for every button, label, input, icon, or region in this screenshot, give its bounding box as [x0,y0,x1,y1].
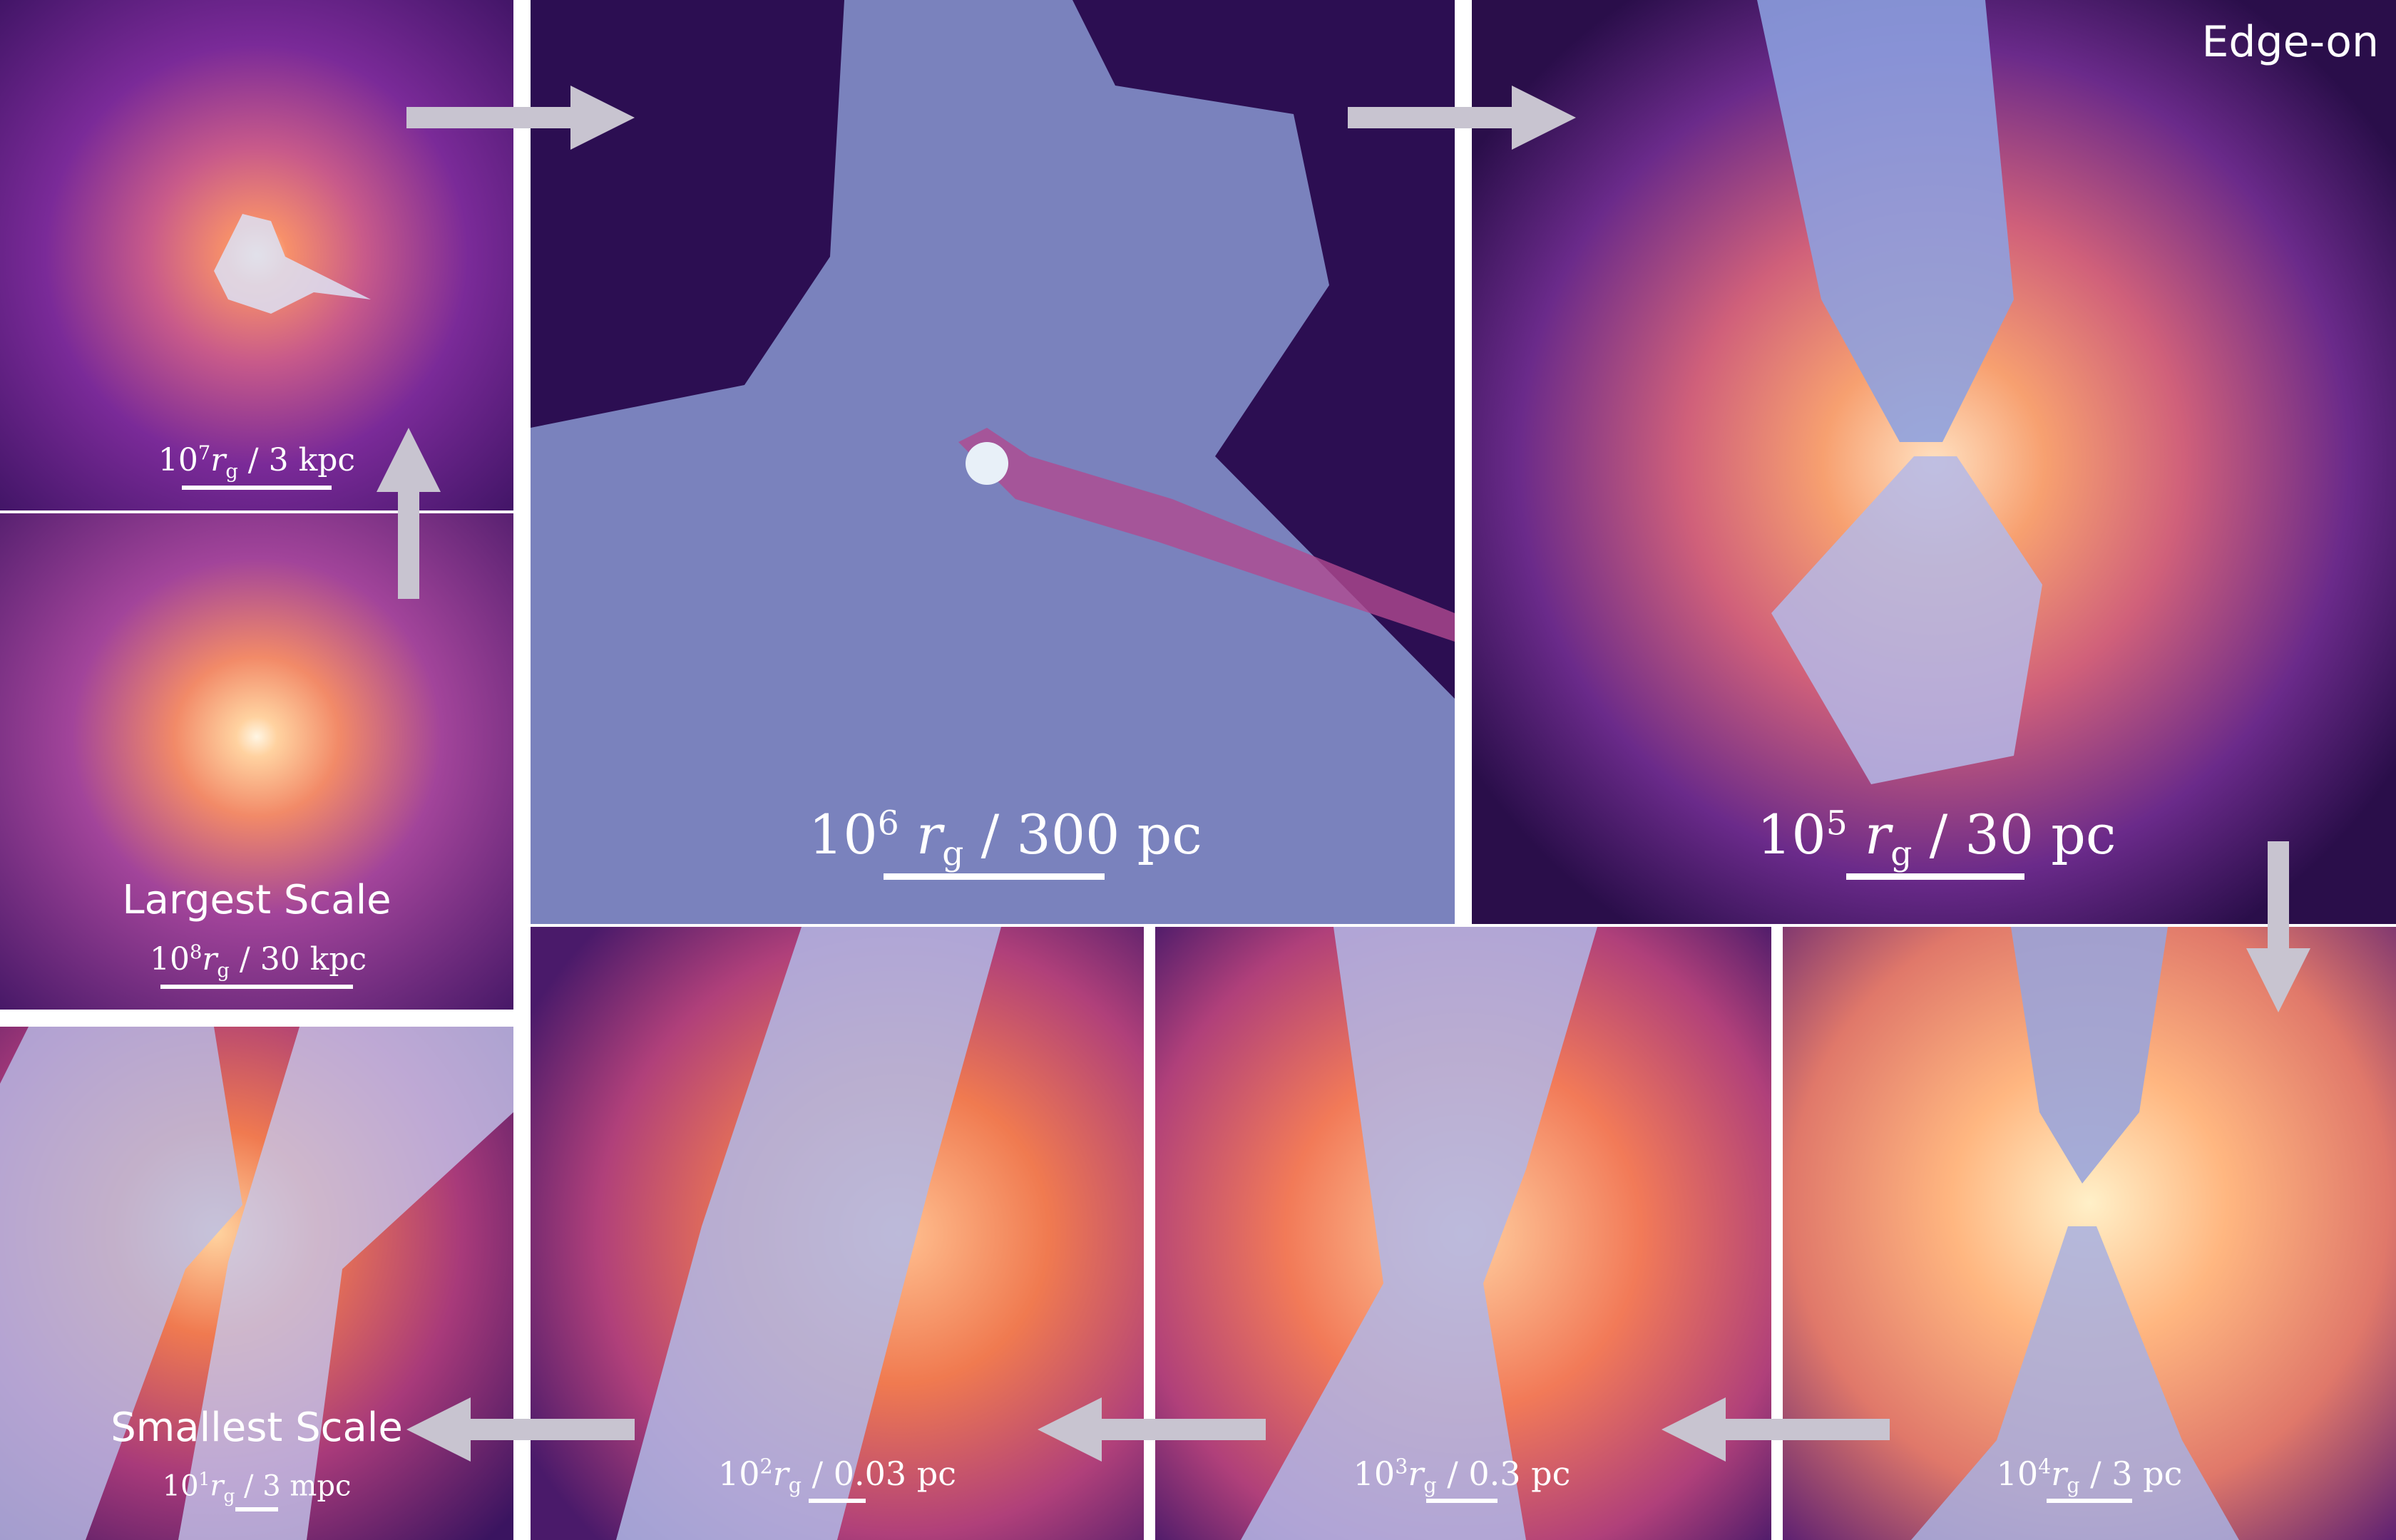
scalebar-3mpc: 101rg / 3 mpc [143,1469,371,1512]
scalebar-30pc: 105 rg / 30 pc [1757,803,2116,881]
arrow-right-2-icon [1348,86,1576,150]
panel-largest-30kpc: Largest Scale 108rg / 30 kpc [0,513,513,1010]
edge-on-label: Edge-on [2201,17,2380,67]
arrow-right-1-icon [406,86,635,150]
panel-300pc: 106 rg / 300 pc [531,0,1455,924]
arrow-left-1-icon [1662,1397,1890,1462]
arrow-left-3-icon [406,1397,635,1462]
scalebar-3pc: 104rg / 3 pc [1947,1454,2232,1504]
scalebar-300pc: 106 rg / 300 pc [809,803,1202,881]
panel-image-30pc [1472,0,2396,924]
panel-smallest-3mpc: Smallest Scale 101rg / 3 mpc [0,1027,513,1540]
panel-image-3mpc [0,1027,513,1540]
arrow-down-icon [2246,841,2310,1012]
panel-image-300pc [531,0,1455,924]
scalebar-3kpc: 107rg / 3 kpc [157,442,357,490]
scalebar-0.03pc: 102rg / 0.03 pc [695,1454,980,1504]
arrow-left-2-icon [1038,1397,1266,1462]
smallest-scale-label: Smallest Scale [111,1405,403,1451]
scalebar-0.3pc: 103rg / 0.3 pc [1319,1454,1604,1504]
largest-scale-label: Largest Scale [122,877,391,923]
scalebar-30kpc: 108rg / 30 kpc [150,941,367,989]
panel-image-3kpc [0,0,513,510]
arrow-up-icon [377,428,441,599]
panel-image-30kpc [0,513,513,1010]
panel-30pc: Edge-on 105 rg / 30 pc [1472,0,2396,924]
panel-largest-3kpc: 107rg / 3 kpc [0,0,513,510]
